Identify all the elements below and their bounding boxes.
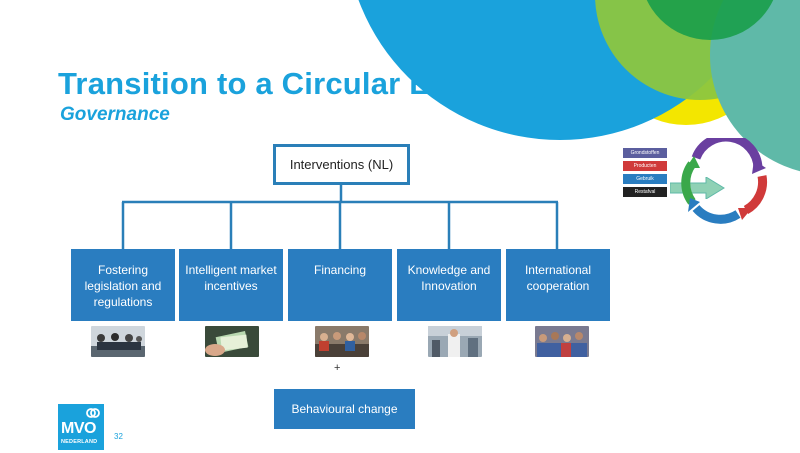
linear-economy-diagram: Grondstoffen Producten Gebruik Restafval — [623, 148, 673, 200]
category-box-international: International cooperation — [506, 249, 610, 321]
category-box-legislation: Fostering legislation and regulations — [71, 249, 175, 321]
category-label: Financing — [313, 263, 367, 277]
teal-circle — [710, 0, 800, 172]
interventions-box: Interventions (NL) — [273, 144, 410, 185]
workers-group-photo — [315, 326, 369, 357]
interventions-label: Interventions (NL) — [289, 157, 394, 172]
plus-sign: + — [334, 362, 341, 374]
laboratory-photo — [428, 326, 482, 357]
money-hand-photo — [205, 326, 259, 357]
page-number: 32 — [114, 432, 123, 441]
crowd-photo — [535, 326, 589, 357]
logo-mark-icon — [86, 408, 100, 418]
dark-green-circle — [646, 0, 774, 40]
people-meeting-photo — [91, 326, 145, 357]
linear-step: Producten — [623, 161, 667, 171]
category-label: Intelligent market incentives — [185, 263, 277, 293]
logo-main-text: MVO — [61, 420, 96, 437]
mvo-logo: MVO NEDERLAND — [58, 404, 104, 450]
category-box-financing: Financing — [288, 249, 392, 321]
arrow-right-icon — [670, 177, 725, 199]
linear-step: Grondstoffen — [623, 148, 667, 158]
slide-subtitle: Governance — [60, 104, 170, 125]
circular-economy-icon — [681, 138, 768, 224]
logo-sub-text: NEDERLAND — [61, 439, 98, 445]
category-label: Fostering legislation and regulations — [84, 263, 162, 309]
behavioural-change-box: Behavioural change — [274, 389, 415, 429]
category-label: Knowledge and Innovation — [407, 263, 491, 293]
category-box-market-incentives: Intelligent market incentives — [179, 249, 283, 321]
linear-step: Gebruik — [623, 174, 667, 184]
slide-title: Transition to a Circular Economy — [58, 66, 551, 101]
category-label: International cooperation — [524, 263, 592, 293]
category-box-knowledge: Knowledge and Innovation — [397, 249, 501, 321]
linear-step: Restafval — [623, 187, 667, 197]
behavioural-change-label: Behavioural change — [291, 402, 398, 416]
